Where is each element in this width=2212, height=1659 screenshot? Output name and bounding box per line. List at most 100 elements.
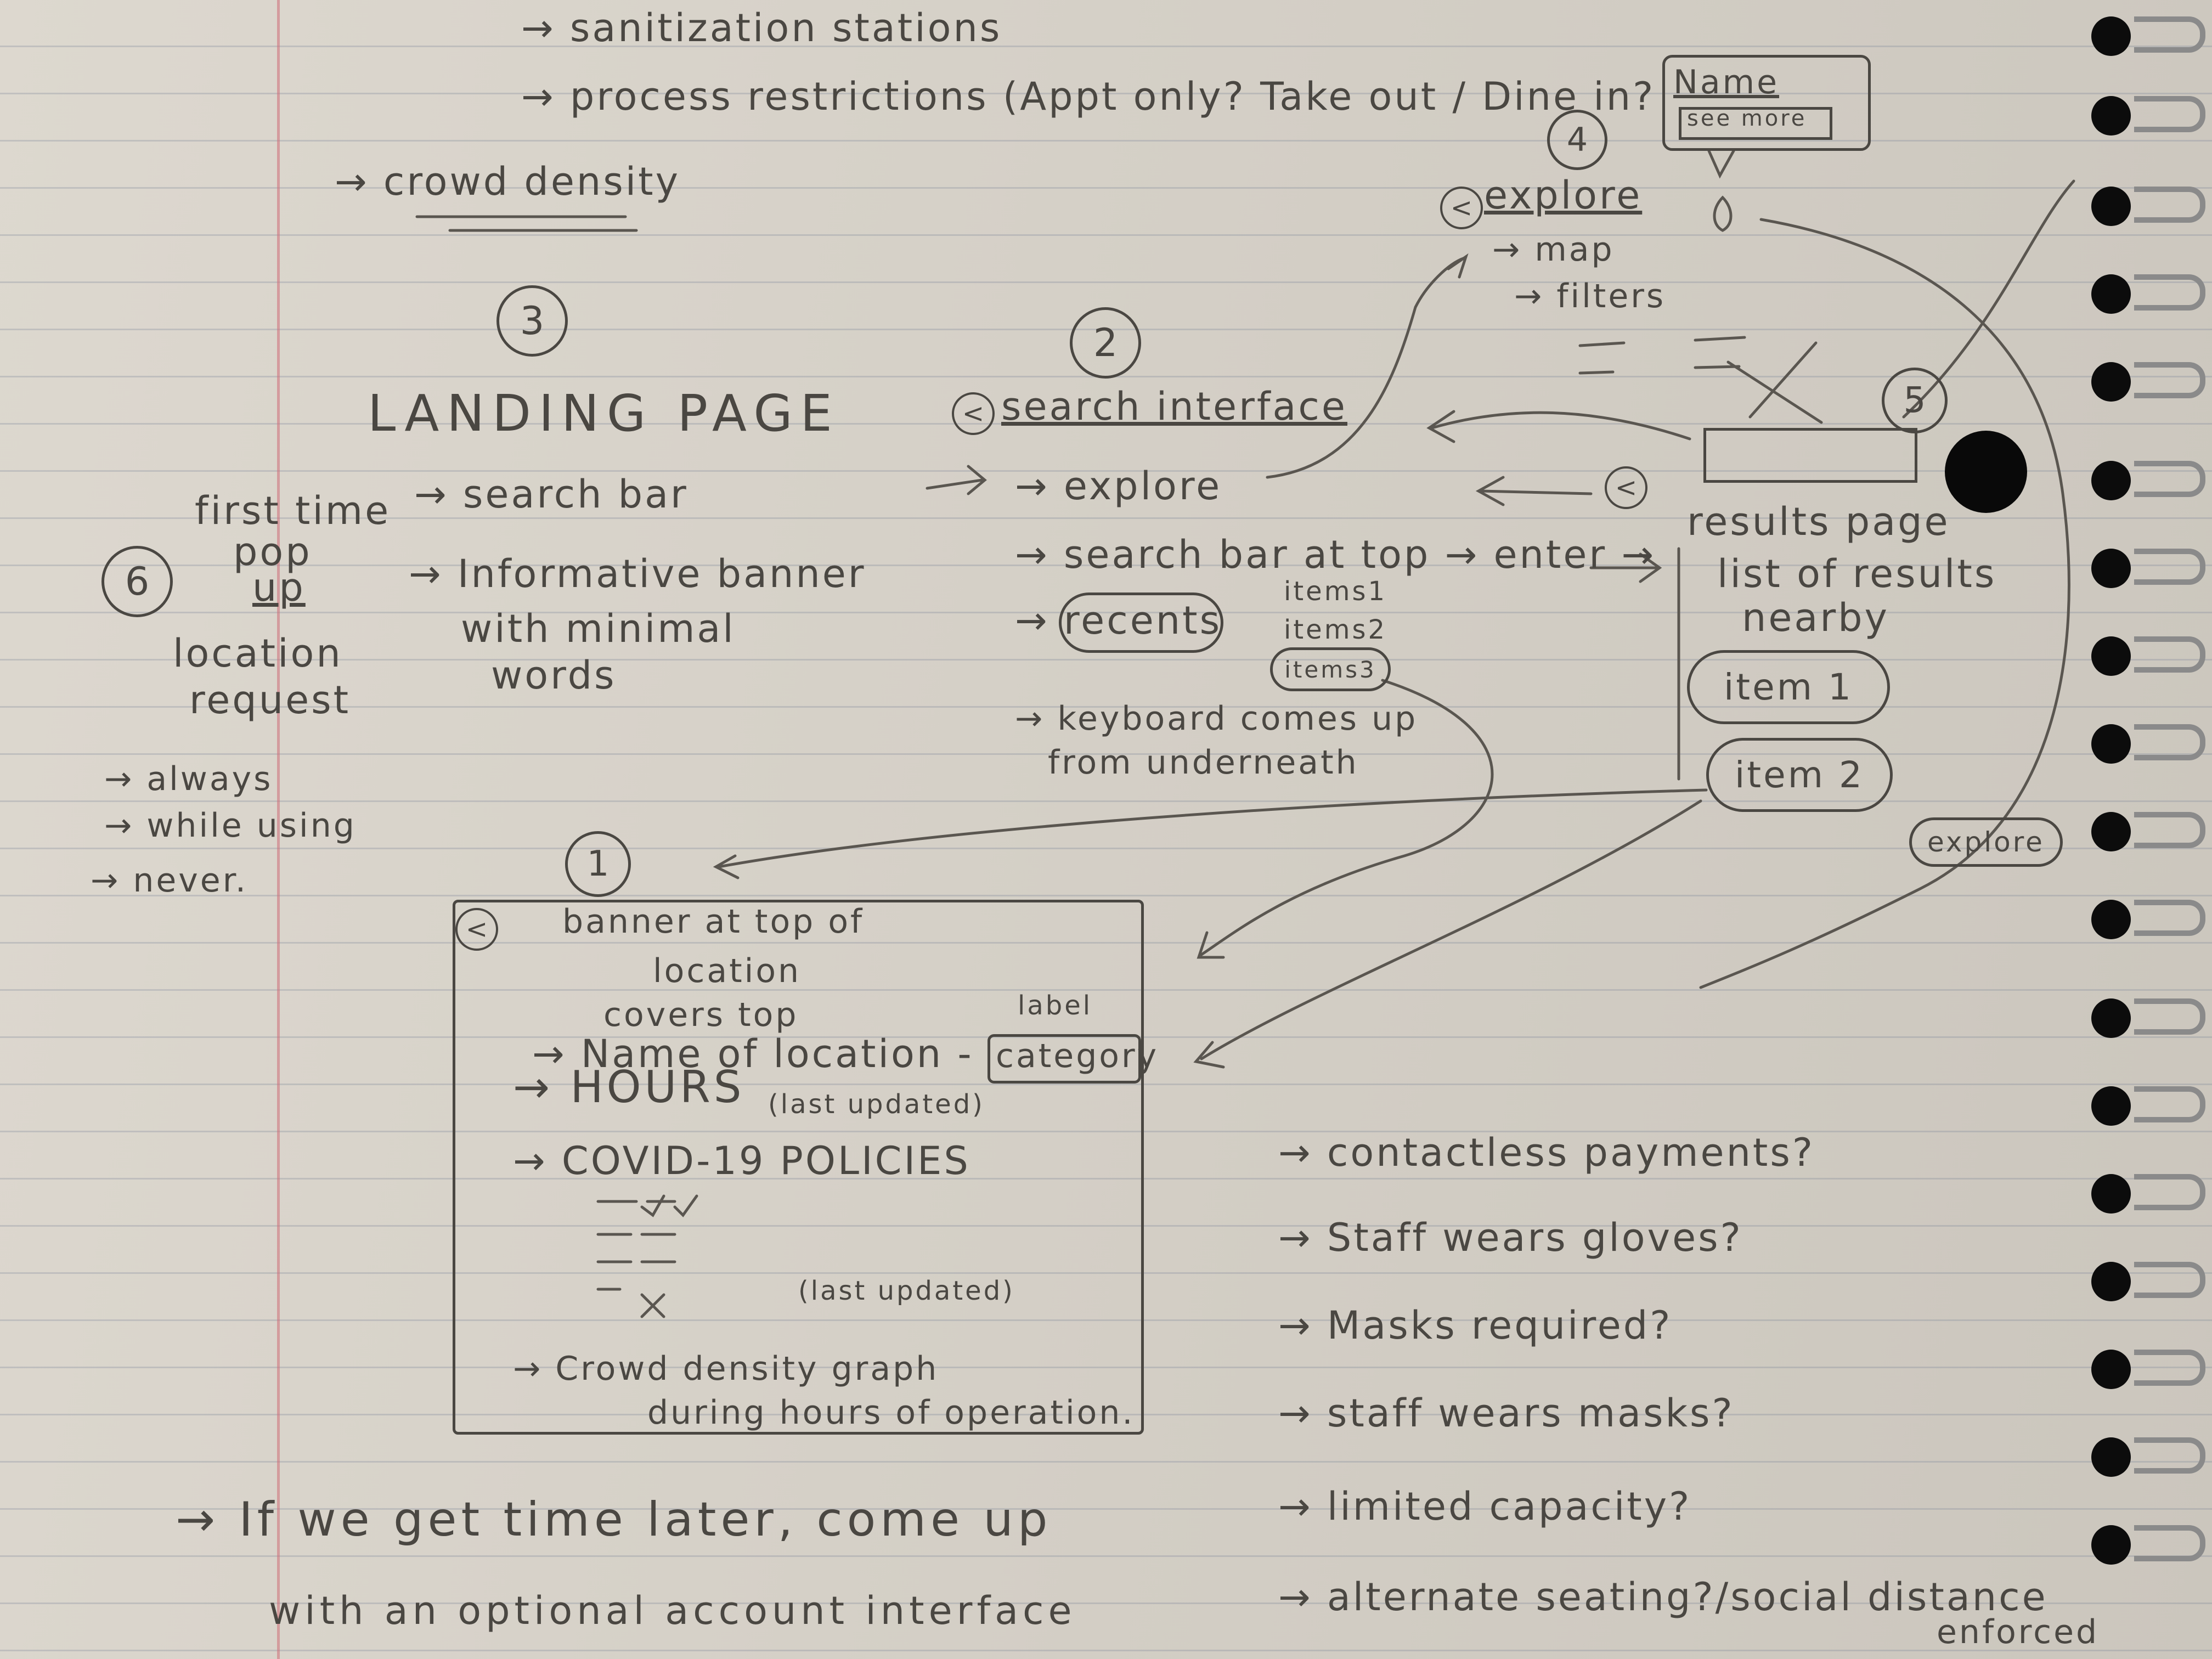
popup-pointer [1707, 149, 1735, 179]
popup-title-line2: pop [233, 529, 312, 574]
popup-request-line1: location [173, 631, 343, 676]
step-number-6: 6 [101, 546, 173, 617]
search-back-icon: < [952, 392, 995, 435]
spiral-hole [2091, 16, 2131, 56]
spiral-hole [2091, 1174, 2131, 1214]
spiral-wire [2134, 1437, 2205, 1474]
spiral-hole [2091, 549, 2131, 588]
underline-crowd [415, 215, 638, 232]
checklist-scribble [596, 1194, 698, 1318]
spiral-hole [2091, 362, 2131, 402]
location-page-frame [453, 900, 1144, 1435]
pin-icon [1713, 195, 1733, 232]
search-recent-item-2: items2 [1284, 614, 1387, 645]
policy-limited-capacity: → limited capacity? [1278, 1484, 1692, 1529]
explore-map-popup [1662, 55, 1871, 151]
spiral-hole [2091, 998, 2131, 1038]
results-back-icon: < [1605, 466, 1647, 509]
explore-popup-see-more-button [1679, 107, 1832, 140]
search-recents: → recents [1015, 598, 1222, 643]
policy-contactless-payments: → contactless payments? [1278, 1130, 1815, 1175]
location-covers-top: covers top [603, 996, 799, 1034]
arrow-recent-to-location [1197, 679, 1494, 959]
step-number-1: 1 [565, 831, 631, 897]
spiral-hole [2091, 812, 2131, 851]
location-hours-last-updated: (last updated) [768, 1089, 985, 1120]
search-recents-oval [1059, 592, 1223, 653]
spiral-wire [2134, 1262, 2205, 1298]
spiral-wire [2134, 998, 2205, 1035]
explore-map: → map [1492, 230, 1615, 269]
spiral-wire [2134, 187, 2205, 223]
spiral-wire [2134, 724, 2205, 760]
policy-masks-required: → Masks required? [1278, 1303, 1673, 1348]
note-crowd-density: → crowd density [335, 159, 681, 204]
footer-line1: → If we get time later, come up [176, 1492, 1052, 1547]
filter-scribble [1578, 336, 1823, 424]
arrow-item-to-location [713, 788, 1708, 879]
spiral-hole [2091, 1086, 2131, 1126]
explore-title: explore [1484, 173, 1643, 218]
arrow-explore-loop [1699, 218, 2070, 989]
arrow-enter-to-results [1589, 552, 1662, 583]
spiral-wire [2134, 812, 2205, 848]
spiral-wire [2134, 1525, 2205, 1561]
popup-title-line3: up [252, 565, 306, 610]
results-search-box [1703, 428, 1917, 483]
step-number-5: 5 [1882, 368, 1948, 433]
location-covid-policies: → COVID-19 POLICIES [513, 1138, 970, 1183]
location-graph-line1: → Crowd density graph [513, 1350, 939, 1388]
landing-page-title: LANDING PAGE [368, 384, 840, 443]
popup-request-line2: request [189, 678, 351, 723]
spiral-hole [2091, 1350, 2131, 1389]
spiral-wire [2134, 362, 2205, 398]
landing-banner-line3: words [491, 653, 617, 698]
spiral-hole [2091, 96, 2131, 136]
spiral-wire [2134, 636, 2205, 673]
explore-popup-see-more: see more [1687, 106, 1807, 131]
spiral-wire [2134, 900, 2205, 936]
spiral-hole [2091, 636, 2131, 676]
step-number-4: 4 [1547, 110, 1607, 170]
step-number-2: 2 [1070, 307, 1141, 379]
search-keyboard-line2: from underneath [1048, 743, 1359, 782]
spiral-wire [2134, 1086, 2205, 1122]
popup-title-line1: first time [195, 488, 391, 533]
spiral-wire [2134, 16, 2205, 53]
popup-option-while-using: → while using [104, 806, 357, 845]
results-page-title: results page [1687, 499, 1950, 544]
results-explore-label: explore [1909, 817, 2063, 867]
location-name: → Name of location - [532, 1031, 974, 1076]
location-hours: → HOURS [513, 1062, 745, 1113]
arrow-results-back [1475, 476, 1593, 506]
spiral-hole [2091, 187, 2131, 226]
spiral-hole [2091, 1262, 2131, 1301]
policy-staff-masks: → staff wears masks? [1278, 1391, 1735, 1436]
spiral-wire [2134, 461, 2205, 497]
results-item-2: item 2 [1706, 738, 1893, 812]
arrow-filters-to-search [1426, 410, 1691, 443]
arrow-landing-to-search [926, 465, 987, 495]
spiral-wire [2134, 96, 2205, 132]
location-policies-last-updated: (last updated) [798, 1276, 1015, 1306]
results-item-1: item 1 [1687, 650, 1890, 724]
location-banner-line2: location [653, 952, 802, 990]
spiral-wire [2134, 274, 2205, 311]
popup-option-never: → never. [91, 861, 248, 900]
results-list-line2: nearby [1742, 595, 1889, 640]
arrow-results-to-location [1193, 799, 1702, 1069]
policy-staff-gloves: → Staff wears gloves? [1278, 1215, 1743, 1260]
location-banner-line1: banner at top of [562, 902, 865, 941]
location-label: label [1018, 990, 1093, 1021]
search-explore: → explore [1015, 464, 1222, 509]
spiral-wire [2134, 1350, 2205, 1386]
explore-filters: → filters [1514, 277, 1666, 315]
location-category-box [988, 1034, 1141, 1084]
note-sanitization-stations: → sanitization stations [521, 5, 1002, 50]
spiral-hole [2091, 1437, 2131, 1477]
landing-banner-line1: → Informative banner [409, 551, 866, 596]
explore-back-icon: < [1440, 187, 1483, 229]
search-recent-item-1: items1 [1284, 576, 1387, 607]
